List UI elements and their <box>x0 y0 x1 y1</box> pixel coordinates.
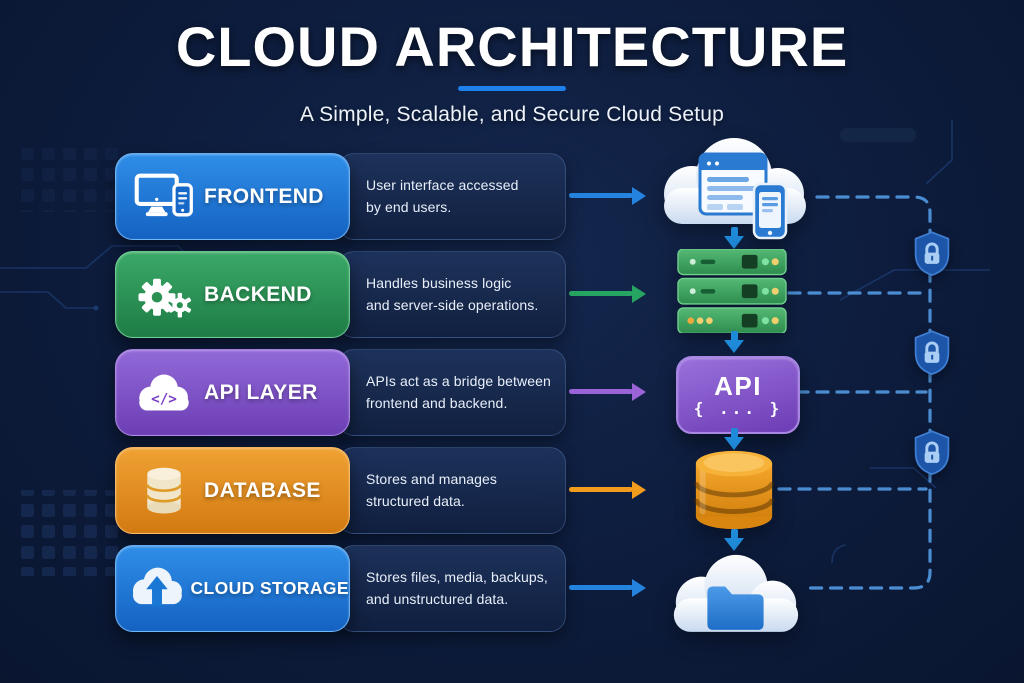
backend-description-panel: Handles business logic and server-side o… <box>338 251 566 338</box>
cloud-with-folder-icon <box>662 549 808 638</box>
database-description: Stores and manages structured data. <box>366 470 497 509</box>
database-description-panel: Stores and manages structured data. <box>338 447 566 534</box>
frontend-description: User interface accessed by end users. <box>366 176 519 215</box>
gears-icon <box>128 270 200 319</box>
cloud-upload-icon <box>128 566 187 611</box>
api-box-braces: { ... } <box>693 398 783 418</box>
api-chip: </> API LAYER <box>115 349 350 436</box>
api-box-title: API <box>714 370 762 401</box>
server-stack-icon <box>677 249 787 334</box>
layer-row-api: APIs act as a bridge between frontend an… <box>0 349 700 436</box>
storage-description-panel: Stores files, media, backups, and unstru… <box>338 545 566 632</box>
database-cylinder-3d-icon <box>690 448 778 532</box>
title-underline <box>458 86 566 91</box>
shield-lock-icon <box>913 430 951 475</box>
api-box: API { ... } <box>676 356 800 434</box>
api-label: API LAYER <box>204 380 318 404</box>
api-flow-arrow <box>569 382 646 401</box>
storage-description: Stores files, media, backups, and unstru… <box>366 568 548 607</box>
frontend-flow-arrow <box>569 186 646 205</box>
shield-lock-icon <box>913 330 951 375</box>
cloud-with-browser-and-phone-icon <box>650 128 820 240</box>
page-subtitle: A Simple, Scalable, and Secure Cloud Set… <box>300 103 724 126</box>
database-label: DATABASE <box>204 478 321 502</box>
frontend-description-panel: User interface accessed by end users. <box>338 153 566 240</box>
database-chip: DATABASE <box>115 447 350 534</box>
backend-description: Handles business logic and server-side o… <box>366 274 539 313</box>
layer-row-backend: Handles business logic and server-side o… <box>0 251 700 338</box>
api-description-panel: APIs act as a bridge between frontend an… <box>338 349 566 436</box>
cloud-code-icon: </> <box>128 372 200 414</box>
frontend-chip: FRONTEND <box>115 153 350 240</box>
shield-lock-icon <box>913 231 951 276</box>
database-flow-arrow <box>569 480 646 499</box>
database-cylinder-icon <box>128 466 200 515</box>
backend-flow-arrow <box>569 284 646 303</box>
storage-flow-arrow <box>569 578 646 597</box>
storage-chip: CLOUD STORAGE <box>115 545 350 632</box>
header: CLOUD ARCHITECTURE A Simple, Scalable, a… <box>0 0 1024 126</box>
frontend-label: FRONTEND <box>204 184 324 208</box>
svg-text:</>: </> <box>151 391 177 407</box>
layer-row-database: Stores and manages structured data. DATA… <box>0 447 700 534</box>
api-description: APIs act as a bridge between frontend an… <box>366 372 551 411</box>
backend-chip: BACKEND <box>115 251 350 338</box>
monitor-and-phone-icon <box>128 173 200 220</box>
layer-row-frontend: User interface accessed by end users. FR… <box>0 153 700 240</box>
layer-row-cloud-storage: Stores files, media, backups, and unstru… <box>0 545 700 632</box>
storage-label: CLOUD STORAGE <box>190 578 349 598</box>
backend-label: BACKEND <box>204 282 312 306</box>
page-title: CLOUD ARCHITECTURE <box>175 15 849 78</box>
